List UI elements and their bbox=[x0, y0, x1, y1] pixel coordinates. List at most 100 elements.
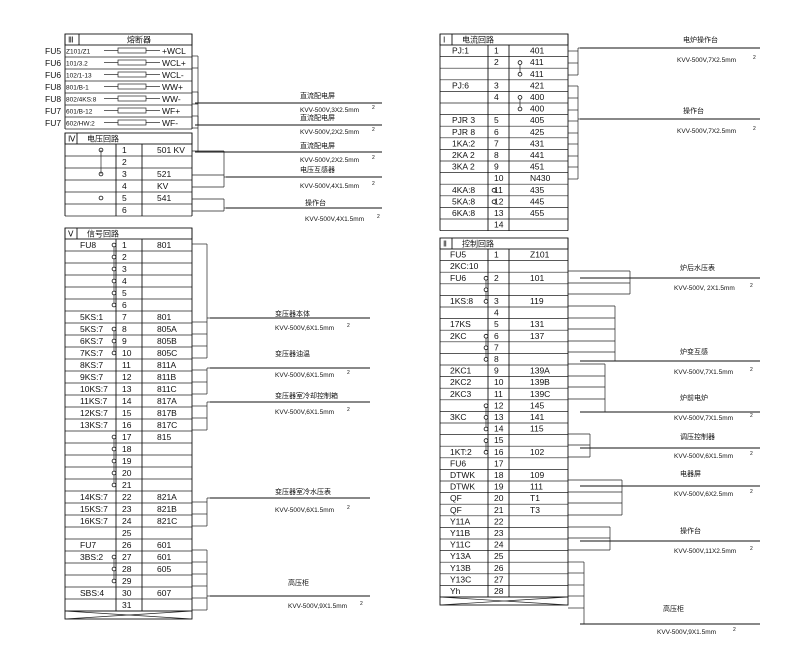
link-dot bbox=[111, 266, 117, 272]
link-dot bbox=[111, 350, 117, 356]
control-terminal-source: 1KS:8 bbox=[450, 296, 473, 306]
current-terminal-code: 441 bbox=[530, 150, 544, 160]
control-terminal-number: 19 bbox=[494, 482, 504, 492]
signal-terminal-code: 815 bbox=[157, 432, 171, 442]
cable-unit-exponent: 2 bbox=[347, 505, 350, 511]
cable-unit-exponent: 2 bbox=[750, 546, 753, 552]
control-terminal-code: 145 bbox=[530, 400, 544, 410]
cable-spec: KVV-500V,6X2.5mm bbox=[674, 491, 733, 498]
cable-unit-exponent: 2 bbox=[372, 105, 375, 111]
signal-terminal-code: 821B bbox=[157, 504, 177, 514]
control-terminal-number: 14 bbox=[494, 424, 504, 434]
current-terminal-code: 411 bbox=[530, 69, 544, 79]
cable-unit-exponent: 2 bbox=[372, 127, 375, 133]
cable-unit-exponent: 2 bbox=[750, 283, 753, 289]
link-dot bbox=[483, 403, 489, 409]
signal-terminal-number: 21 bbox=[122, 480, 132, 490]
cable-spec: KVV-500V,2X2.5mm bbox=[300, 129, 359, 136]
control-terminal-code: 137 bbox=[530, 331, 544, 341]
cable-destination: 高压柜 bbox=[663, 604, 684, 613]
link-dot bbox=[111, 278, 117, 284]
cable-spec: KVV-500V,6X1.5mm bbox=[275, 409, 334, 416]
voltage-terminal-number: 1 bbox=[122, 145, 127, 155]
fuse-output: WW+ bbox=[162, 82, 183, 92]
current-terminal-number: 5 bbox=[494, 115, 499, 125]
signal-terminal-number: 9 bbox=[122, 336, 127, 346]
link-dot bbox=[483, 449, 489, 455]
link-dot bbox=[98, 195, 104, 201]
signal-terminal-source: 5KS:7 bbox=[80, 324, 103, 334]
control-terminal-number: 13 bbox=[494, 412, 504, 422]
control-terminal-number: 26 bbox=[494, 563, 504, 573]
current-terminal-code: 421 bbox=[530, 80, 544, 90]
control-terminal-source: 2KC1 bbox=[450, 366, 472, 376]
fuse-spec: Z101/Z1 bbox=[66, 49, 91, 56]
cable-spec: KVV-500V,4X1.5mm bbox=[305, 216, 364, 223]
fuse-id: FU7 bbox=[45, 106, 61, 116]
control-terminal-source: FU5 bbox=[450, 250, 466, 260]
fuse-id: FU6 bbox=[45, 70, 61, 80]
link-dot bbox=[483, 287, 489, 293]
current-terminal-number: 14 bbox=[494, 220, 504, 230]
fuse-symbol bbox=[117, 59, 147, 66]
control-terminal-number: 6 bbox=[494, 331, 499, 341]
control-terminal-number: 7 bbox=[494, 342, 499, 352]
control-terminal-source: QF bbox=[450, 493, 462, 503]
fuse-symbol bbox=[117, 119, 147, 126]
cable-spec: KVV-500V,9X1.5mm bbox=[657, 629, 716, 636]
cable-spec: KVV-500V,6X1.5mm bbox=[674, 453, 733, 460]
current-terminal-code: 425 bbox=[530, 127, 544, 137]
fuse-id: FU5 bbox=[45, 46, 61, 56]
fuse-output: +WCL bbox=[162, 46, 186, 56]
link-dot bbox=[483, 299, 489, 304]
signal-terminal-number: 11 bbox=[122, 360, 131, 370]
signal-terminal-source: 8KS:7 bbox=[80, 360, 103, 370]
current-terminal-code: 400 bbox=[530, 104, 544, 114]
cable-destination: 调压控制器 bbox=[680, 432, 715, 441]
link-dot bbox=[111, 338, 117, 344]
signal-terminal-code: 805B bbox=[157, 336, 177, 346]
current-terminal-code: 401 bbox=[530, 46, 544, 56]
control-terminal-code: Z101 bbox=[530, 250, 550, 260]
current-terminal-number: 9 bbox=[494, 162, 499, 172]
control-terminal-source: FU6 bbox=[450, 458, 466, 468]
current-terminal-source: PJR 8 bbox=[452, 127, 475, 137]
current-terminal-code: 435 bbox=[530, 185, 544, 195]
link-dot bbox=[517, 60, 523, 65]
link-dot bbox=[111, 578, 117, 584]
voltage-terminal-number: 6 bbox=[122, 205, 127, 215]
cable-spec: KVV-500V,6X1.5mm bbox=[275, 507, 334, 514]
voltage-terminal-code: KV bbox=[157, 181, 169, 191]
current-terminal-source: PJ:1 bbox=[452, 46, 469, 56]
signal-terminal-source: FU8 bbox=[80, 240, 96, 250]
link-dot bbox=[111, 566, 117, 572]
control-terminal-code: T1 bbox=[530, 493, 540, 503]
cable-destination: 炉前电炉 bbox=[680, 393, 708, 402]
control-terminal-source: Y11A bbox=[450, 516, 470, 526]
current-terminal-source: 5KA:8 bbox=[452, 196, 475, 206]
current-terminal-source: 6KA:8 bbox=[452, 208, 475, 218]
link-dot bbox=[111, 242, 117, 248]
current-terminal-number: 10 bbox=[494, 173, 504, 183]
fuse-id: FU7 bbox=[45, 118, 61, 128]
cable-unit-exponent: 2 bbox=[750, 367, 753, 373]
fuse-spec: 801/B-1 bbox=[66, 85, 89, 92]
control-terminal-source: 2KC:10 bbox=[450, 261, 479, 271]
current-terminal-number: 3 bbox=[494, 80, 499, 90]
control-terminal-code: 101 bbox=[530, 273, 544, 283]
link-dot bbox=[517, 106, 523, 112]
signal-terminal-number: 27 bbox=[122, 552, 132, 562]
signal-terminal-number: 25 bbox=[122, 528, 132, 538]
fuse-symbol bbox=[117, 95, 147, 102]
cable-spec: KVV-500V,7X1.5mm bbox=[674, 369, 733, 376]
cable-unit-exponent: 2 bbox=[347, 323, 350, 329]
current-terminal-code: N430 bbox=[530, 173, 551, 183]
signal-terminal-code: 605 bbox=[157, 564, 171, 574]
fuse-spec: 602/HW:2 bbox=[66, 121, 95, 128]
signal-terminal-number: 13 bbox=[122, 384, 132, 394]
control-terminal-number: 9 bbox=[494, 366, 499, 376]
voltage-terminal-code: 541 bbox=[157, 193, 171, 203]
current-terminal-number: 13 bbox=[494, 208, 504, 218]
signal-terminal-source: 13KS:7 bbox=[80, 420, 108, 430]
signal-terminal-code: 817A bbox=[157, 396, 177, 406]
